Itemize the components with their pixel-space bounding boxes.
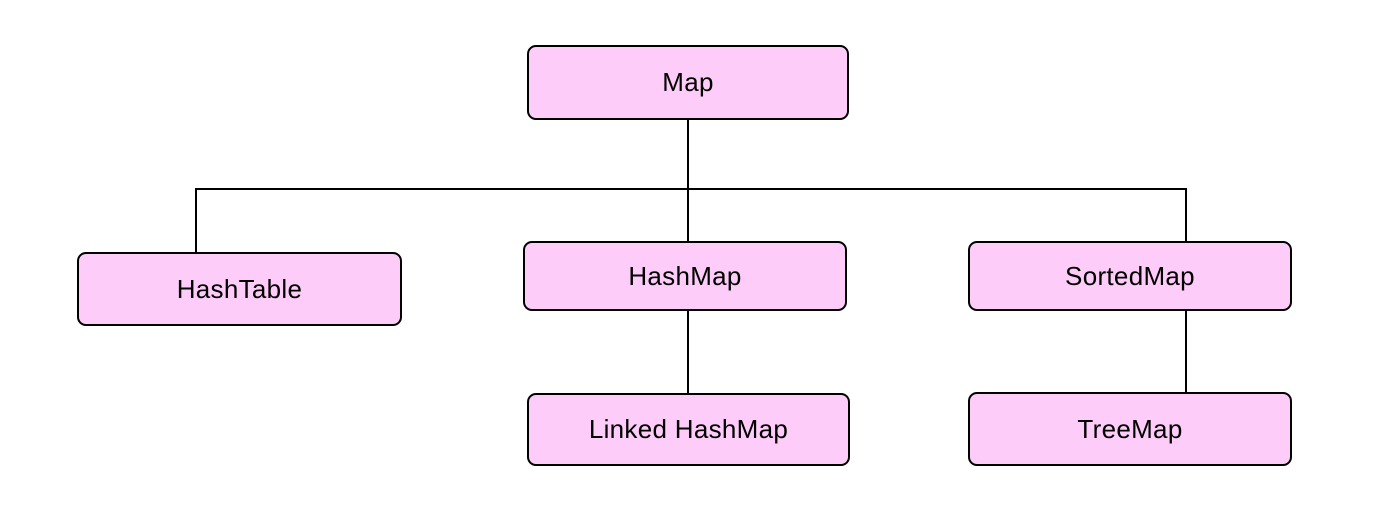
edge-hashmap-linkedhashmap-line bbox=[687, 311, 689, 393]
node-treemap: TreeMap bbox=[968, 392, 1292, 466]
node-hashtable-label: HashTable bbox=[176, 273, 303, 304]
edge-map-stem-line bbox=[687, 120, 689, 189]
edge-map-hashtable-line bbox=[195, 188, 197, 252]
node-hashmap: HashMap bbox=[523, 241, 847, 311]
edge-horizontal-rail-line bbox=[195, 188, 1187, 190]
node-sortedmap-label: SortedMap bbox=[1065, 260, 1195, 291]
node-sortedmap: SortedMap bbox=[968, 241, 1292, 311]
edge-sortedmap-treemap-line bbox=[1185, 311, 1187, 392]
node-hashtable: HashTable bbox=[77, 252, 402, 326]
node-hashmap-label: HashMap bbox=[628, 260, 742, 291]
node-map-label: Map bbox=[662, 67, 714, 97]
node-linked-hashmap-label: Linked HashMap bbox=[588, 414, 789, 444]
node-map: Map bbox=[527, 45, 849, 120]
edge-map-hashmap-line bbox=[687, 188, 689, 241]
node-linked-hashmap: Linked HashMap bbox=[527, 393, 850, 466]
edge-map-sortedmap-line bbox=[1185, 188, 1187, 241]
node-treemap-label: TreeMap bbox=[1077, 413, 1183, 444]
